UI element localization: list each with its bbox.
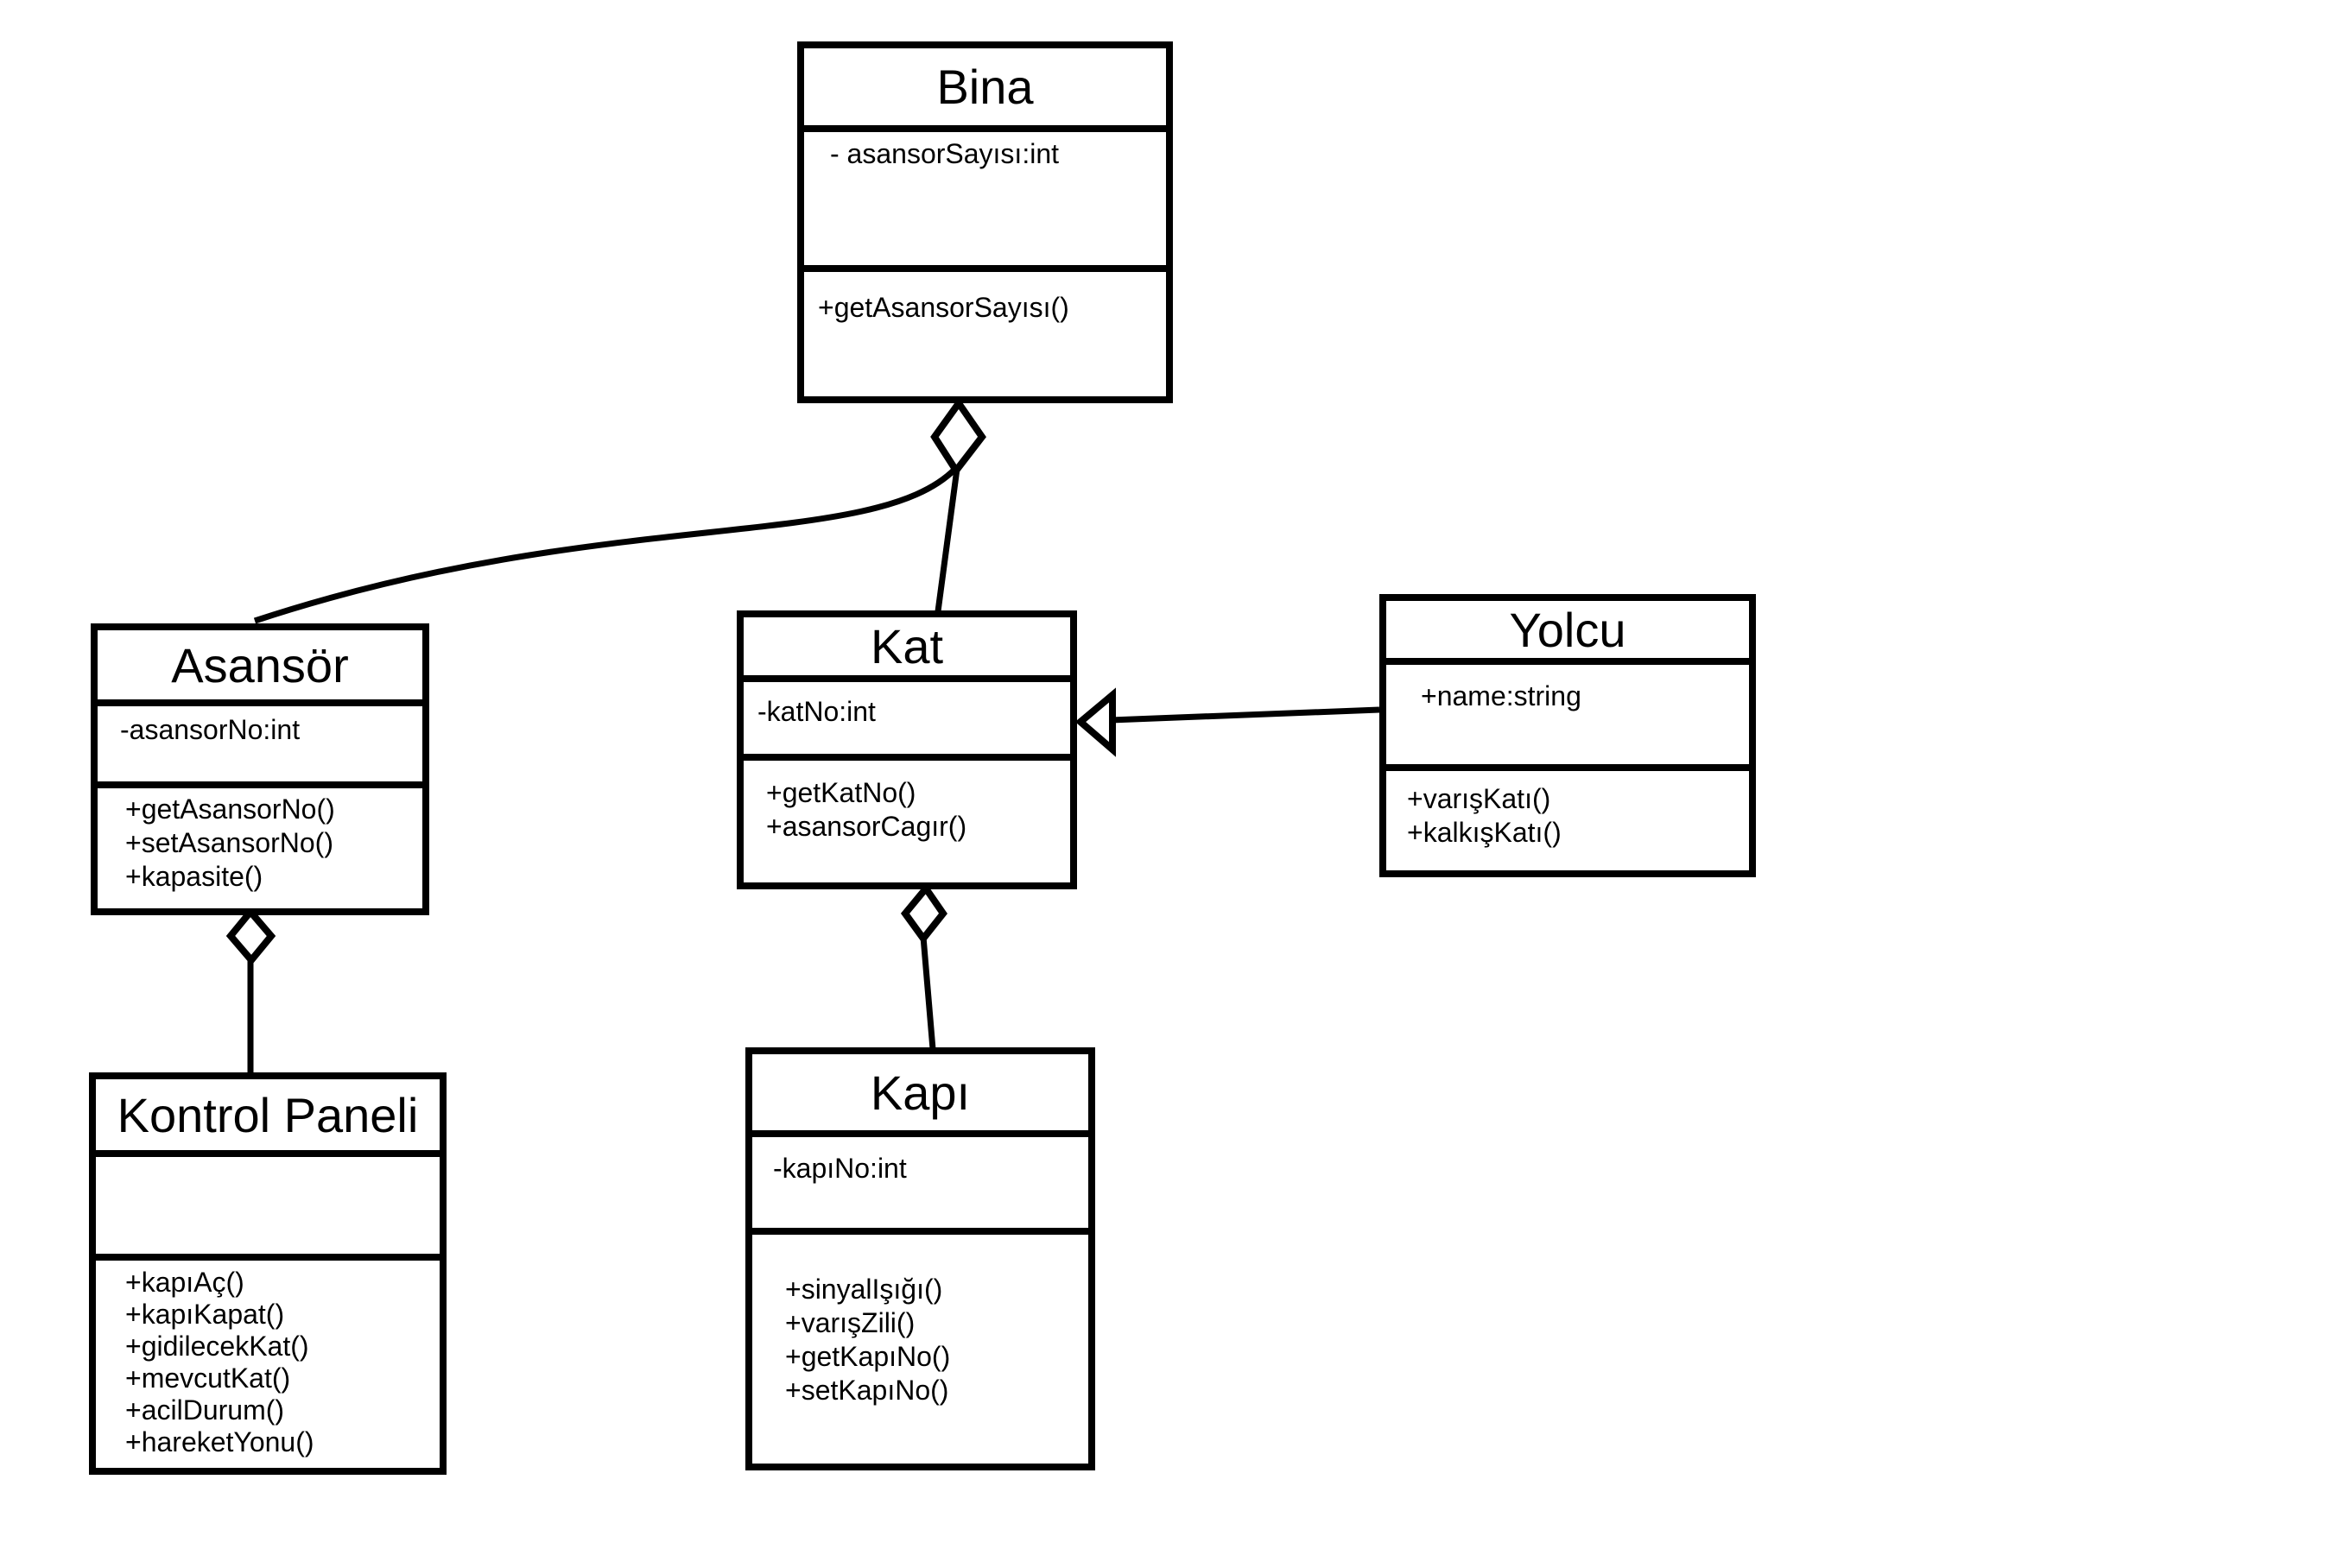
open-triangle-arrow-kat (1074, 687, 1116, 757)
class-asansor-methods: +getAsansorNo() +setAsansorNo() +kapasit… (98, 788, 422, 908)
class-yolcu-title: Yolcu (1386, 601, 1749, 665)
method-item: +kapıKapat() (125, 1299, 285, 1330)
class-kat-title: Kat (744, 617, 1070, 682)
method-item: +getAsansorSayısı() (818, 292, 1069, 323)
class-bina-title: Bina (804, 48, 1166, 132)
class-kontrol-paneli-title: Kontrol Paneli (96, 1079, 440, 1157)
class-kontrol-paneli-attributes (96, 1157, 440, 1261)
class-kontrol-paneli: Kontrol Paneli +kapıAç() +kapıKapat() +g… (89, 1072, 447, 1475)
aggregation-line-bina-asansor (253, 466, 958, 624)
method-item: +varışZili() (785, 1307, 916, 1338)
class-yolcu: Yolcu +name:string +varışKatı() +kalkışK… (1379, 594, 1756, 877)
class-asansor-attributes: -asansorNo:int (98, 706, 422, 788)
class-bina-attributes: - asansorSayısı:int (804, 132, 1166, 272)
class-kapi: Kapı -kapıNo:int +sinyalIşığı() +varışZi… (745, 1047, 1095, 1470)
method-item: +mevcutKat() (125, 1363, 291, 1394)
method-item: +acilDurum() (125, 1394, 285, 1426)
method-item: +asansorCagır() (766, 811, 967, 842)
class-bina-methods: +getAsansorSayısı() (804, 272, 1166, 396)
method-item: +gidilecekKat() (125, 1331, 309, 1362)
class-asansor-title: Asansör (98, 630, 422, 706)
attribute-item: +name:string (1421, 680, 1581, 711)
class-kat-attributes: -katNo:int (744, 682, 1070, 761)
aggregation-line-bina-kat (935, 468, 960, 612)
association-line-yolcu-kat (1110, 706, 1380, 724)
class-asansor: Asansör -asansorNo:int +getAsansorNo() +… (91, 623, 429, 915)
class-kat: Kat -katNo:int +getKatNo() +asansorCagır… (737, 610, 1077, 889)
attribute-item: -asansorNo:int (120, 714, 301, 745)
method-item: +getKapıNo() (785, 1341, 951, 1372)
class-kapi-attributes: -kapıNo:int (752, 1137, 1088, 1235)
aggregation-diamond-kat (900, 882, 947, 945)
method-item: +kapasite() (125, 861, 263, 892)
class-yolcu-methods: +varışKatı() +kalkışKatı() (1386, 771, 1749, 870)
method-item: +kapıAç() (125, 1267, 244, 1298)
aggregation-line-kat-kapi (920, 936, 936, 1050)
class-kapi-methods: +sinyalIşığı() +varışZili() +getKapıNo()… (752, 1235, 1088, 1464)
class-kat-methods: +getKatNo() +asansorCagır() (744, 761, 1070, 882)
attribute-item: - asansorSayısı:int (830, 138, 1059, 169)
method-item: +kalkışKatı() (1407, 817, 1562, 848)
class-bina: Bina - asansorSayısı:int +getAsansorSayı… (797, 41, 1173, 403)
class-kapi-title: Kapı (752, 1054, 1088, 1137)
method-item: +sinyalIşığı() (785, 1274, 943, 1305)
class-kontrol-paneli-methods: +kapıAç() +kapıKapat() +gidilecekKat() +… (96, 1261, 440, 1468)
method-item: +hareketYonu() (125, 1426, 314, 1457)
method-item: +getKatNo() (766, 777, 916, 808)
aggregation-diamond-asansor (225, 906, 276, 966)
method-item: +varışKatı() (1407, 783, 1551, 814)
attribute-item: -katNo:int (757, 696, 876, 727)
attribute-item: -kapıNo:int (773, 1153, 907, 1184)
method-item: +setKapıNo() (785, 1375, 949, 1406)
class-yolcu-attributes: +name:string (1386, 665, 1749, 771)
method-item: +setAsansorNo() (125, 827, 333, 858)
aggregation-diamond-bina (930, 397, 986, 477)
method-item: +getAsansorNo() (125, 793, 335, 825)
